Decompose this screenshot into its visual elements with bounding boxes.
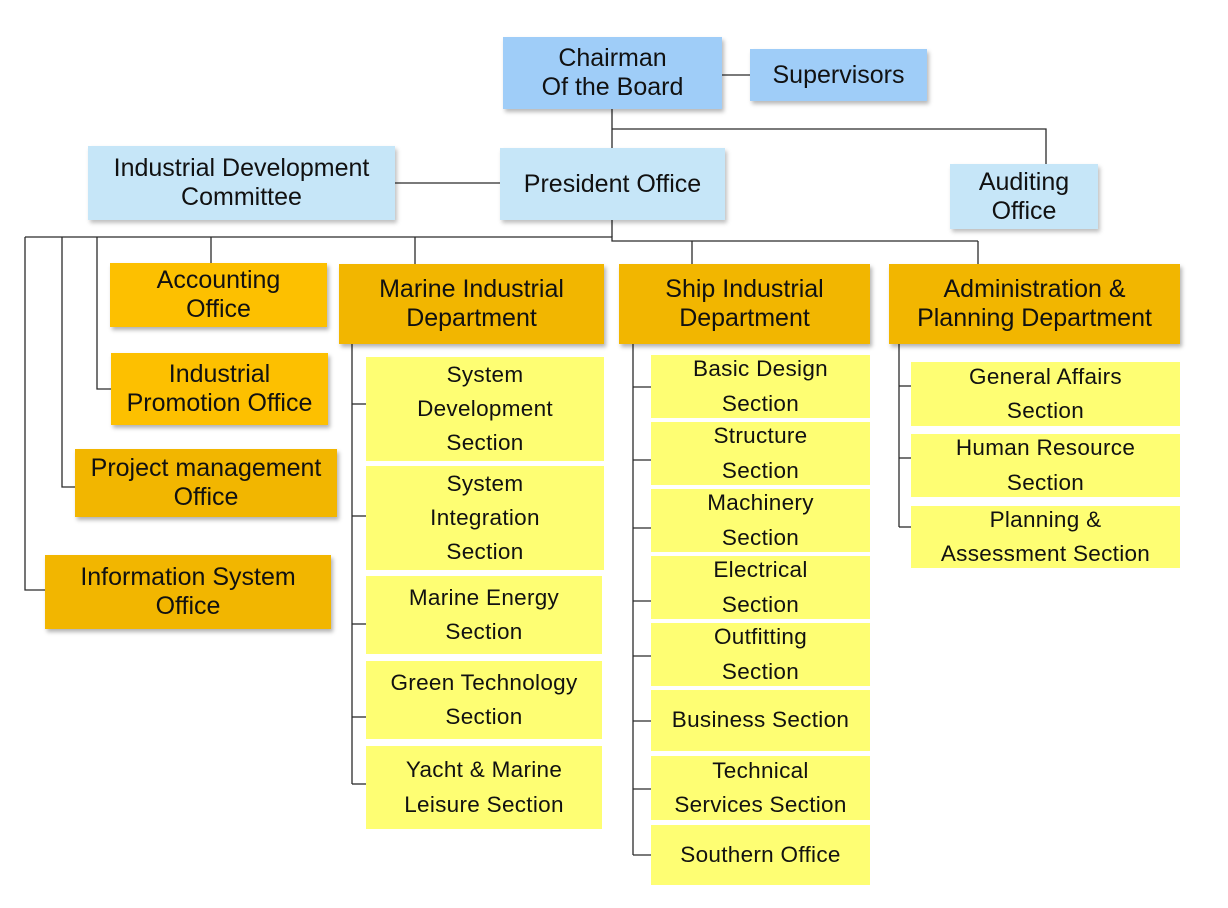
auditing-office-box: Auditing Office xyxy=(950,164,1098,229)
supervisors-box: Supervisors xyxy=(750,49,927,101)
marine-industrial-department-box: Marine Industrial Department xyxy=(339,264,604,344)
section-box: Business Section xyxy=(651,690,870,751)
section-box: Yacht & Marine Leisure Section xyxy=(366,746,602,829)
chairman-box: Chairman Of the Board xyxy=(503,37,722,109)
section-box: Technical Services Section xyxy=(651,756,870,820)
section-box: Marine Energy Section xyxy=(366,576,602,654)
section-box: Electrical Section xyxy=(651,556,870,619)
connector xyxy=(61,237,75,488)
administration-planning-department-box: Administration & Planning Department xyxy=(889,264,1180,344)
section-box: System Integration Section xyxy=(366,466,604,570)
section-box: Southern Office xyxy=(651,825,870,885)
section-box: Basic Design Section xyxy=(651,355,870,418)
section-box: Outfitting Section xyxy=(651,623,870,686)
section-box: General Affairs Section xyxy=(911,362,1180,426)
section-box: Green Technology Section xyxy=(366,661,602,739)
project-management-office-box: Project management Office xyxy=(75,449,337,517)
president-office-box: President Office xyxy=(500,148,725,220)
section-box: Planning & Assessment Section xyxy=(911,506,1180,568)
section-box: Machinery Section xyxy=(651,489,870,552)
section-box: System Development Section xyxy=(366,357,604,461)
ship-industrial-department-box: Ship Industrial Department xyxy=(619,264,870,344)
connector xyxy=(24,237,45,591)
industrial-development-committee-box: Industrial Development Committee xyxy=(88,146,395,220)
connector xyxy=(25,236,978,242)
information-system-office-box: Information System Office xyxy=(45,555,331,629)
accounting-office-box: Accounting Office xyxy=(110,263,327,327)
connector xyxy=(96,237,111,390)
connector xyxy=(612,128,1047,164)
industrial-promotion-office-box: Industrial Promotion Office xyxy=(111,353,328,425)
section-box: Structure Section xyxy=(651,422,870,485)
section-box: Human Resource Section xyxy=(911,434,1180,497)
